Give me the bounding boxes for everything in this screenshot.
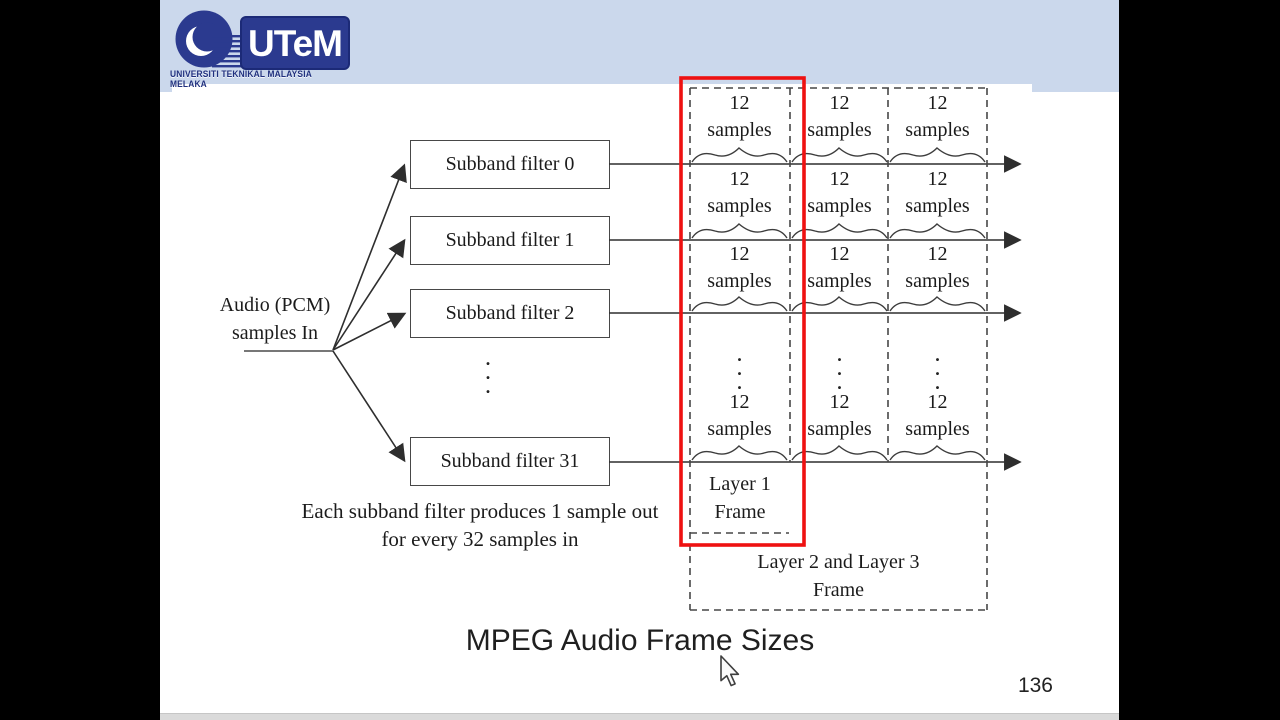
subband-filter-31-box: Subband filter 31 bbox=[410, 437, 610, 486]
input-label: Audio (PCM) samples In bbox=[200, 291, 350, 347]
subband-filter-0-label: Subband filter 0 bbox=[445, 153, 575, 175]
subband-filter-1-box: Subband filter 1 bbox=[410, 216, 610, 265]
utem-logo-text: UTeM bbox=[248, 22, 343, 64]
samples-cell-r31c3: 12 samples bbox=[905, 391, 970, 440]
samples-cell-r1c1: 12 samples bbox=[707, 168, 772, 217]
input-label-line2: samples In bbox=[231, 322, 319, 344]
samples-cell-r0c1: 12 samples bbox=[707, 92, 772, 141]
samples-cell-r0c3: 12 samples bbox=[905, 92, 970, 141]
utem-emblem-icon bbox=[175, 10, 250, 68]
column3-ellipsis: . . . bbox=[935, 345, 940, 393]
layer23-frame-label: Layer 2 and Layer 3 Frame bbox=[757, 551, 920, 601]
university-name: UNIVERSITI TEKNIKAL MALAYSIA MELAKA bbox=[170, 69, 312, 89]
samples-cell-r2c2: 12 samples bbox=[807, 243, 872, 292]
samples-cell-r31c1: 12 samples bbox=[707, 391, 772, 440]
samples-cell-r1c3: 12 samples bbox=[905, 168, 970, 217]
column2-ellipsis: . . . bbox=[837, 345, 842, 393]
filters-ellipsis: . . . bbox=[485, 349, 491, 397]
page-number: 136 bbox=[1017, 674, 1053, 697]
slide-title: MPEG Audio Frame Sizes bbox=[465, 624, 815, 657]
subband-filter-0-box: Subband filter 0 bbox=[410, 140, 610, 189]
samples-cell-r31c2: 12 samples bbox=[807, 391, 872, 440]
subband-filter-1-label: Subband filter 1 bbox=[445, 229, 575, 251]
samples-cell-r1c2: 12 samples bbox=[807, 168, 872, 217]
subband-filter-2-label: Subband filter 2 bbox=[445, 302, 575, 324]
utem-logo: UTeM bbox=[240, 16, 350, 70]
subband-filter-2-box: Subband filter 2 bbox=[410, 289, 610, 338]
column1-ellipsis: . . . bbox=[737, 345, 742, 393]
filter-note: Each subband filter produces 1 sample ou… bbox=[301, 499, 659, 551]
bottom-strip bbox=[160, 713, 1119, 720]
samples-cell-r0c2: 12 samples bbox=[807, 92, 872, 141]
subband-filter-31-label: Subband filter 31 bbox=[440, 450, 580, 472]
input-label-line1: Audio (PCM) bbox=[219, 294, 331, 316]
samples-cell-r2c1: 12 samples bbox=[707, 243, 772, 292]
samples-cell-r2c3: 12 samples bbox=[905, 243, 970, 292]
